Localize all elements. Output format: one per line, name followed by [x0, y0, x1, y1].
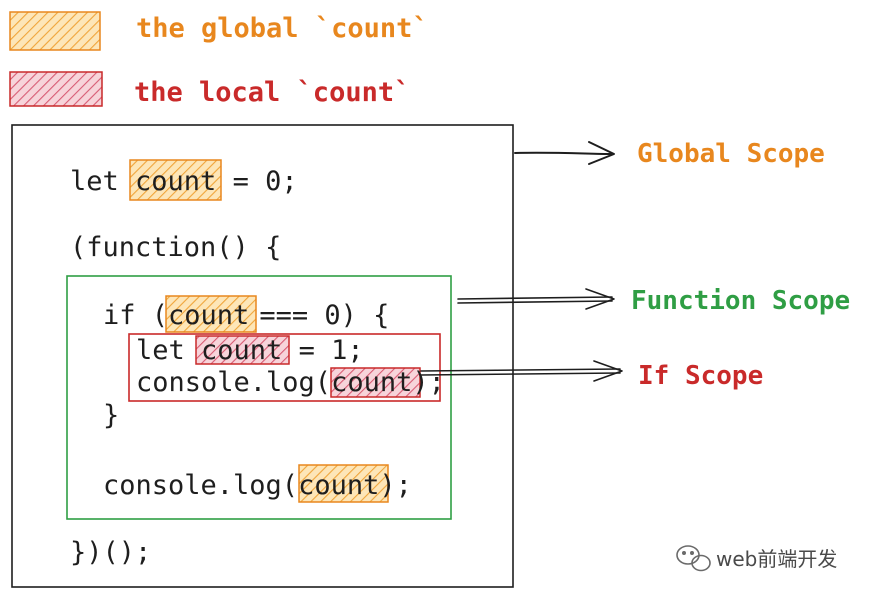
- code-line-2: (function() {: [70, 232, 281, 263]
- code-line-8: })();: [70, 537, 151, 568]
- legend-local-swatch: [9, 71, 103, 107]
- highlight-global-count-3: [298, 464, 389, 503]
- legend-global-label: the global `count`: [136, 13, 429, 44]
- function-scope-box: [66, 275, 452, 520]
- highlight-local-count-2: [330, 367, 421, 398]
- if-scope-arrow: [420, 360, 623, 382]
- global-scope-box: [11, 124, 514, 588]
- global-scope-arrow: [514, 141, 615, 165]
- legend-local-label: the local `count`: [134, 77, 410, 108]
- function-scope-arrow: [457, 288, 615, 310]
- wechat-icon: [676, 545, 711, 572]
- function-scope-label: Function Scope: [631, 286, 850, 316]
- code-line-6: }: [103, 400, 119, 431]
- code-line-3: if (count=== 0) {: [103, 300, 389, 331]
- legend-global-swatch: [9, 11, 101, 51]
- global-scope-label: Global Scope: [637, 139, 825, 169]
- if-scope-label: If Scope: [638, 361, 763, 391]
- if-scope-box: [128, 333, 441, 402]
- code-line-7: console.log(count);: [103, 470, 412, 501]
- code-line-4: let count = 1;: [136, 335, 364, 366]
- watermark-text: web前端开发: [716, 547, 837, 571]
- code-line-1: let count = 0;: [70, 166, 298, 197]
- highlight-global-count-1: [129, 159, 222, 201]
- highlight-local-count-1: [195, 335, 290, 365]
- code-line-5: console.log(count);: [136, 367, 445, 398]
- highlight-global-count-2: [165, 295, 257, 333]
